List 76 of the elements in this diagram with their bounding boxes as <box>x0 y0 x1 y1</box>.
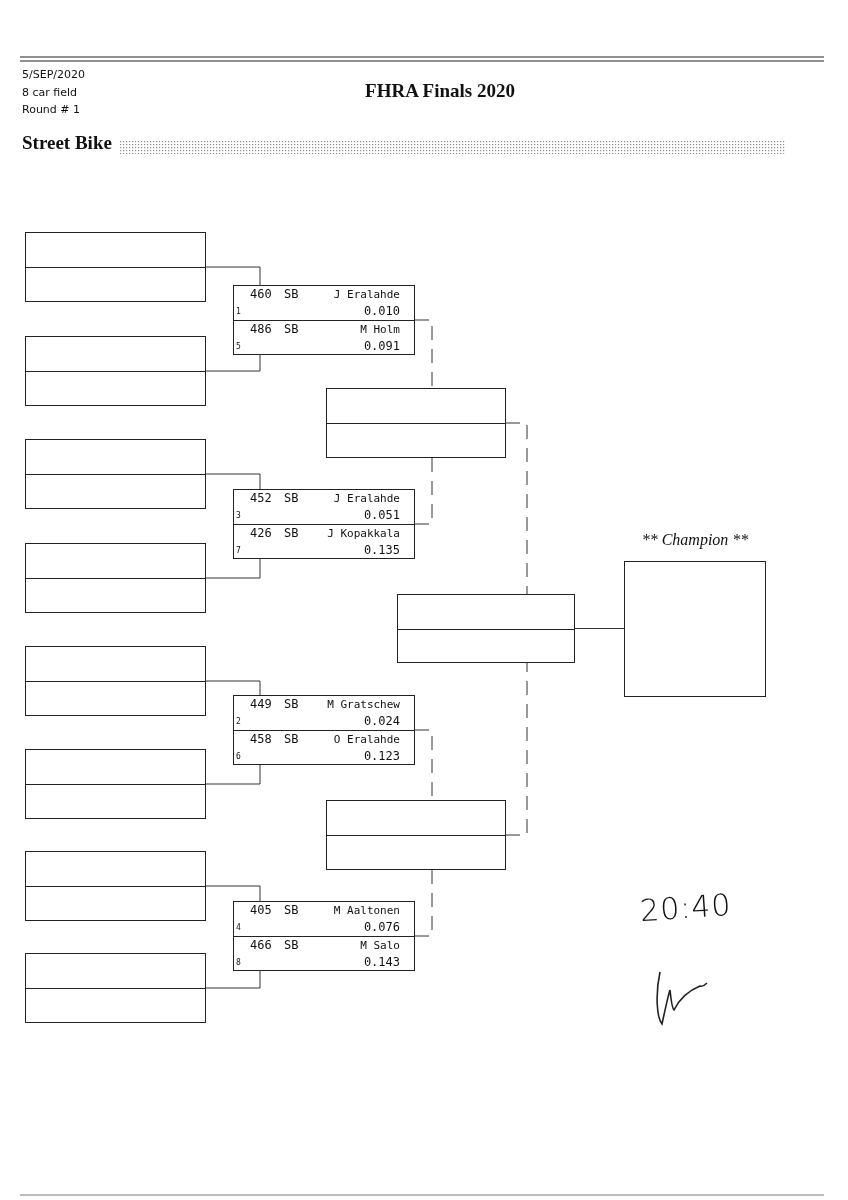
entry-box <box>25 543 206 613</box>
racer-name: J Kopakkala <box>327 527 400 540</box>
car-number: 426 <box>250 527 272 540</box>
class-code: SB <box>284 939 299 952</box>
seed-number: 7 <box>236 546 241 556</box>
entry-box <box>25 336 206 406</box>
title: FHRA Finals 2020 <box>364 80 516 102</box>
racer-name: M Aaltonen <box>333 904 400 917</box>
match-box <box>233 285 415 355</box>
reaction-time: 0.135 <box>363 544 400 557</box>
bracket-line <box>414 457 433 525</box>
reaction-time: 0.024 <box>363 715 400 728</box>
racer-name: M Holm <box>360 323 400 336</box>
racer-name: M Salo <box>360 939 400 952</box>
handwritten-time: 20:40 <box>638 886 733 929</box>
reaction-time: 0.091 <box>363 340 400 353</box>
car-number: 405 <box>250 904 272 917</box>
entry-box <box>25 439 206 509</box>
car-number: 452 <box>250 492 272 505</box>
match-box <box>233 489 415 559</box>
entry-box <box>25 851 206 921</box>
bracket-line <box>505 422 528 595</box>
bracket-line <box>574 628 625 629</box>
bracket-line <box>205 266 261 286</box>
class-code: SB <box>284 492 299 505</box>
reaction-time: 0.051 <box>363 509 400 522</box>
bracket-line <box>205 558 261 579</box>
bracket-line <box>414 319 433 389</box>
car-number: 460 <box>250 288 272 301</box>
reaction-time: 0.143 <box>363 956 400 969</box>
entry-box <box>326 800 506 870</box>
entry-box <box>25 646 206 716</box>
bracket-line <box>205 885 261 902</box>
racer-name: J Eralahde <box>333 492 400 505</box>
seed-number: 2 <box>236 717 241 727</box>
date-text: 5/SEP/2020 <box>22 68 85 81</box>
racer-name: J Eralahde <box>333 288 400 301</box>
racer-name: M Gratschew <box>327 698 400 711</box>
match-box <box>233 901 415 971</box>
seed-number: 8 <box>236 958 241 968</box>
entry-box <box>25 749 206 819</box>
car-number: 466 <box>250 939 272 952</box>
seed-number: 6 <box>236 752 241 762</box>
class-code: SB <box>284 323 299 336</box>
match-box <box>233 695 415 765</box>
seed-number: 4 <box>236 923 241 933</box>
entry-box <box>326 388 506 458</box>
reaction-time: 0.123 <box>363 750 400 763</box>
seed-number: 3 <box>236 511 241 521</box>
class-code: SB <box>284 698 299 711</box>
racer-name: O Eralahde <box>333 733 400 746</box>
entry-box <box>25 232 206 302</box>
car-number: 449 <box>250 698 272 711</box>
entry-box <box>25 953 206 1023</box>
bracket-line <box>505 662 528 836</box>
reaction-time: 0.010 <box>363 305 400 318</box>
entry-box <box>397 594 575 663</box>
bracket-line <box>205 354 261 372</box>
bracket-line <box>205 764 261 785</box>
car-number: 486 <box>250 323 272 336</box>
class-code: SB <box>284 527 299 540</box>
champion-heading: ** Champion ** <box>640 531 750 549</box>
round-text: Round # 1 <box>22 103 80 116</box>
bracket-line <box>205 970 261 989</box>
class-code: SB <box>284 904 299 917</box>
class-heading: Street Bike <box>22 132 112 154</box>
bracket-line <box>205 473 261 490</box>
reaction-time: 0.076 <box>363 921 400 934</box>
field-size-text: 8 car field <box>22 86 78 99</box>
bracket-line <box>414 869 433 937</box>
class-code: SB <box>284 733 299 746</box>
seed-number: 1 <box>236 307 241 317</box>
seed-number: 5 <box>236 342 241 352</box>
class-code: SB <box>284 288 299 301</box>
car-number: 458 <box>250 733 272 746</box>
bracket-line <box>205 680 261 696</box>
